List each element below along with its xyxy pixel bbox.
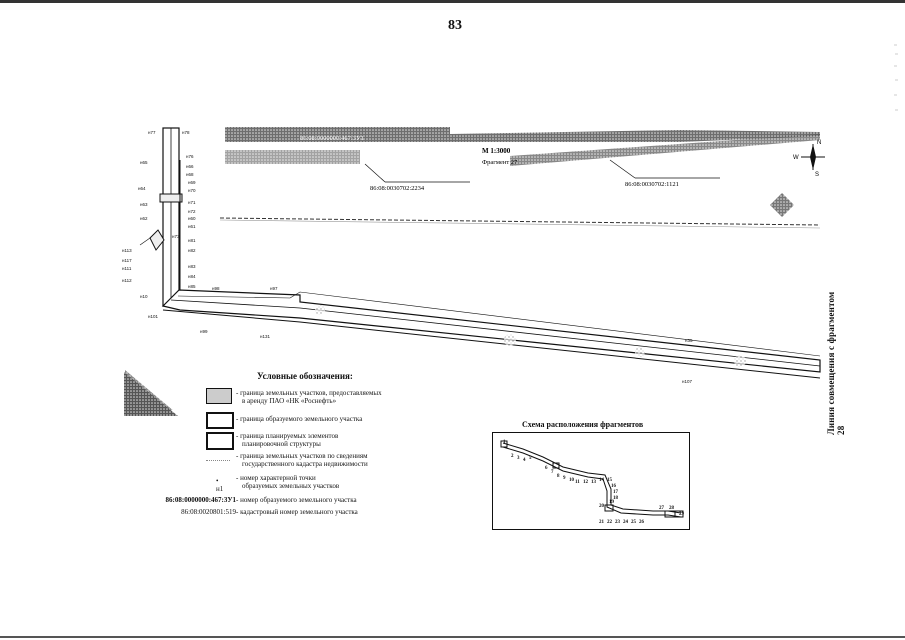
svg-text:н72: н72 [188,209,196,214]
svg-text:1: 1 [503,440,506,445]
legend-swatch-planning [206,432,234,450]
svg-text:н76: н76 [186,154,194,159]
legend-title: Условные обозначения: [257,371,353,381]
svg-text:н70: н70 [188,188,196,193]
svg-text:3: 3 [517,456,520,461]
svg-text:24: 24 [623,520,629,525]
parcel-b-label: 86:08:0030702:1121 [625,181,679,188]
svg-text:н66: н66 [186,164,194,169]
svg-text:н71: н71 [188,200,196,205]
fragment-scheme: 1 2 3 4 5 6 7 8 9 10 11 12 13 14 15 16 1… [492,432,690,530]
scheme-title: Схема расположения фрагментов [522,420,644,429]
svg-text:28: 28 [669,506,675,511]
cadastral-map: N S W E 86:08:0000000:467:3У1 86:08:0030… [122,127,825,410]
svg-text:н99: н99 [200,329,208,334]
svg-text:н113: н113 [122,248,132,253]
svg-text:н69: н69 [188,180,196,185]
page-number: 83 [448,18,462,33]
svg-text:н83: н83 [188,264,196,269]
svg-text:н64: н64 [138,186,146,191]
svg-text:н107: н107 [682,379,692,384]
svg-text:н84: н84 [188,274,196,279]
svg-text:22: 22 [607,520,613,525]
svg-text:4: 4 [523,458,526,463]
svg-text:W: W [793,155,799,161]
svg-text:13: 13 [591,480,597,485]
compass-rose: N S W E [793,140,825,178]
svg-text:н131: н131 [260,334,270,339]
svg-text:н35: н35 [685,338,693,343]
svg-text:10: 10 [569,478,575,483]
scan-edge-marks [894,44,898,111]
svg-text:29: 29 [679,512,685,517]
svg-text:н85: н85 [188,284,196,289]
svg-text:н101: н101 [148,314,158,319]
svg-text:18: 18 [613,496,619,501]
svg-text:20: 20 [599,504,605,509]
legend-hatched-corner [124,372,178,416]
svg-text:15: 15 [607,478,613,483]
svg-text:16: 16 [611,484,617,489]
svg-text:н81: н81 [188,238,196,243]
svg-text:26: 26 [639,520,645,525]
svg-text:7: 7 [551,470,554,475]
svg-text:5: 5 [529,456,532,461]
svg-text:н82: н82 [188,248,196,253]
svg-text:н63: н63 [140,202,148,207]
leased-strip-top [225,127,820,142]
top-border-line [0,0,905,3]
parcel-a-label: 86:08:0030702:2234 [370,185,425,192]
svg-text:S: S [815,172,819,178]
svg-text:н65: н65 [140,160,148,165]
svg-text:25: 25 [631,520,637,525]
svg-text:н73: н73 [172,234,180,239]
svg-text:н60: н60 [188,216,196,221]
svg-text:н112: н112 [122,278,132,283]
svg-text:н62: н62 [140,216,148,221]
svg-text:12: 12 [583,480,589,485]
svg-text:19: 19 [609,500,615,505]
diagonal-corridor [161,289,821,373]
svg-text:11: 11 [575,480,580,485]
svg-text:н98: н98 [212,286,220,291]
right-hatched-marker [770,193,794,217]
svg-text:6: 6 [545,466,548,471]
svg-text:н10: н10 [140,294,148,299]
legend-swatch-leased [206,388,232,404]
svg-text:27: 27 [659,506,665,511]
svg-text:23: 23 [615,520,621,525]
svg-text:17: 17 [613,490,619,495]
svg-text:н78: н78 [182,130,190,135]
legend-swatch-formed [206,412,234,429]
scale-label: М 1:3000 [482,147,511,155]
svg-text:21: 21 [599,520,605,525]
svg-text:8: 8 [557,474,560,479]
parcel-main-label: 86:08:0000000:467:3У1 [300,135,364,142]
svg-text:н61: н61 [188,224,196,229]
svg-text:2: 2 [511,454,514,459]
fragment-join-label: Линия совмещения с фрагментом 28 [826,291,846,435]
fragment-label: Фрагмент 27 [482,159,518,166]
svg-text:н68: н68 [186,172,194,177]
bottom-border-line [0,636,905,638]
svg-text:н77: н77 [148,130,156,135]
svg-text:н111: н111 [122,266,132,271]
svg-text:9: 9 [563,476,566,481]
svg-text:N: N [817,140,821,146]
svg-text:н97: н97 [270,286,278,291]
svg-text:н117: н117 [122,258,132,263]
leased-strip-top-3 [510,134,820,166]
leased-strip-top-2 [225,150,360,164]
svg-text:14: 14 [599,478,605,483]
legend-swatch-dotted [206,460,230,461]
